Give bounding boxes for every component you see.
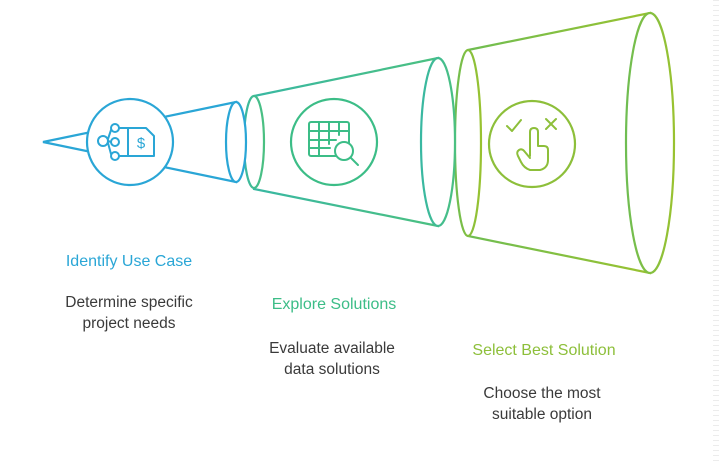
stage-3-circle (487, 99, 577, 189)
stage-3-description: Choose the most suitable option (432, 383, 652, 425)
stage-3-title: Select Best Solution (472, 342, 616, 359)
stage-1-description-line-2: project needs (82, 315, 176, 332)
stage-3-description-line-2: suitable option (492, 406, 592, 423)
stage-1-cone (42, 97, 248, 187)
right-edge-pattern (713, 0, 719, 463)
flowchart-dollar-icon: $ (97, 123, 155, 161)
stage-2-title: Explore Solutions (271, 296, 397, 313)
stage-1-description-line-1: Determine specific (65, 294, 193, 311)
stage-1-circle (85, 97, 175, 187)
hand-check-cross-icon (506, 118, 557, 171)
stage-2-description-line-1: Evaluate available (269, 340, 395, 357)
table-search-icon (308, 121, 359, 166)
stage-2-circle (289, 97, 379, 187)
stage-2-description: Evaluate available data solutions (222, 338, 442, 380)
stage-2-description-line-2: data solutions (284, 361, 380, 378)
svg-text:$: $ (137, 135, 146, 152)
stage-1-description: Determine specific project needs (19, 292, 239, 334)
stage-3-description-line-1: Choose the most (483, 385, 601, 402)
stage-1-title: Identify Use Case (65, 253, 193, 270)
